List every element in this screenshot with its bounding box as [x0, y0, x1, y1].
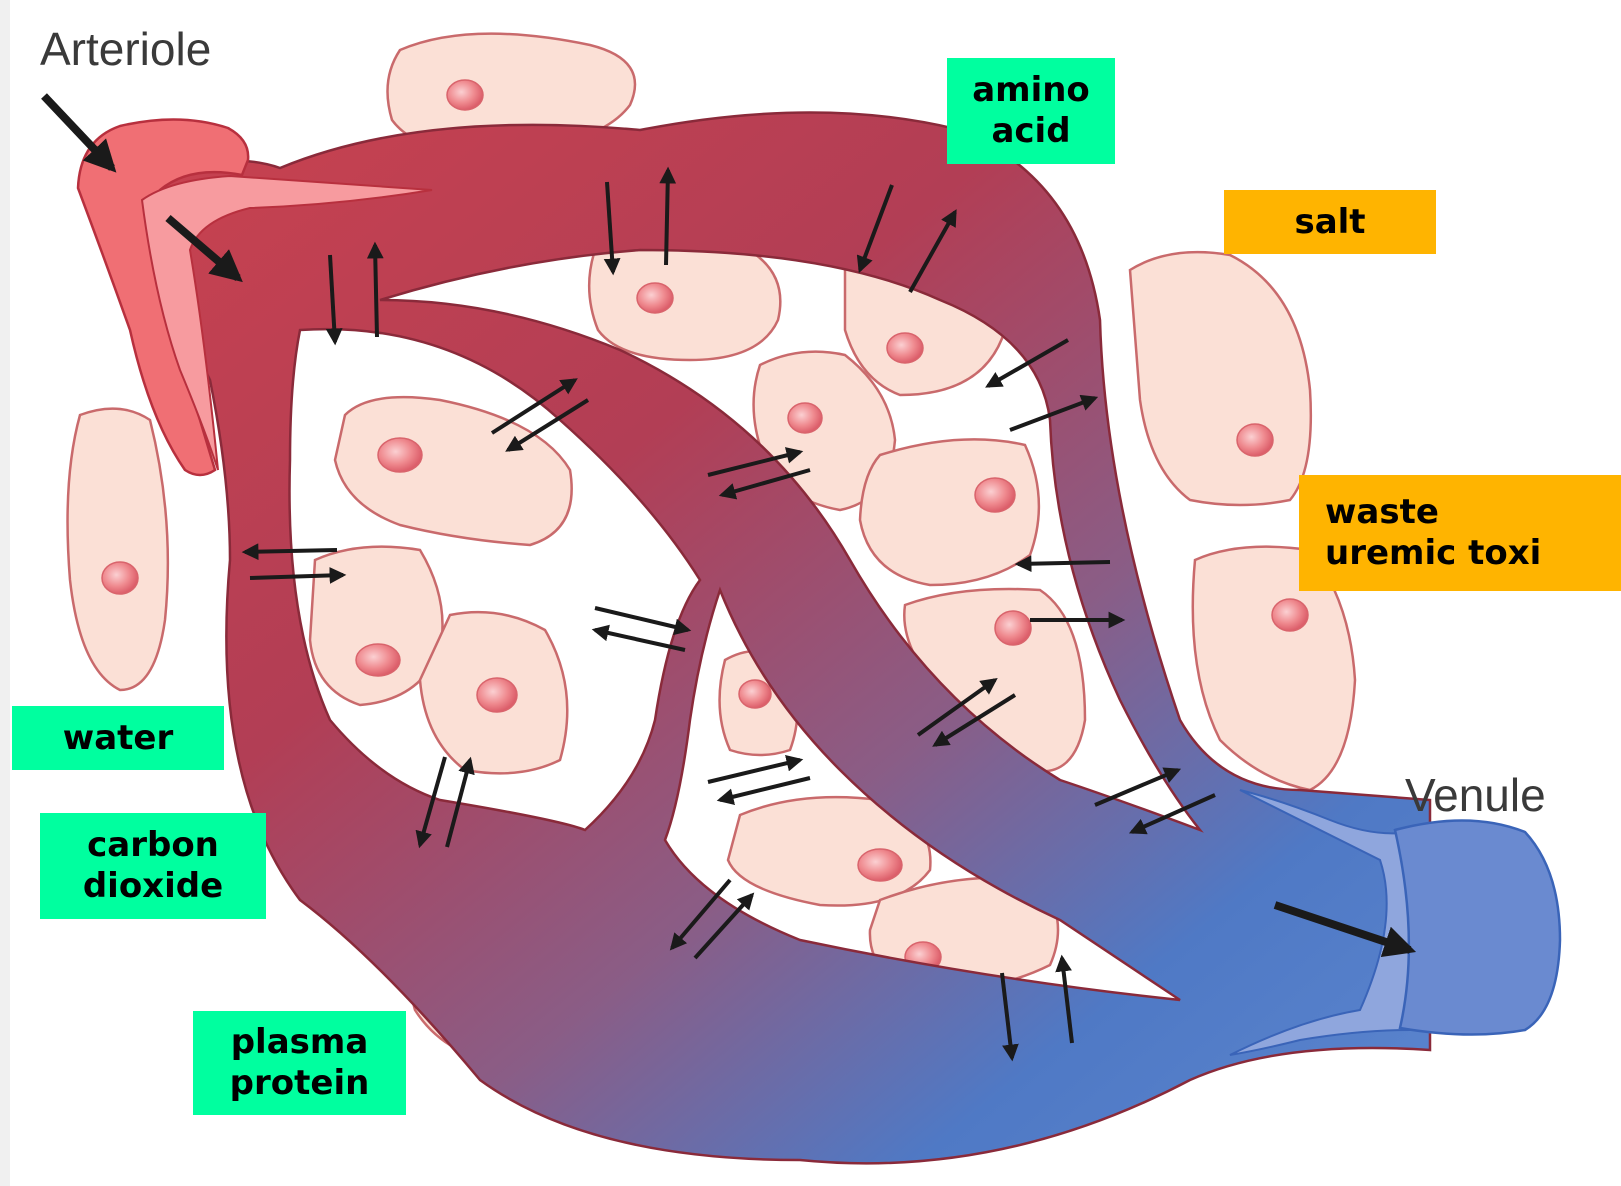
salt-tag: salt [1224, 190, 1436, 254]
plasma-protein-tag: plasma protein [193, 1011, 406, 1115]
amino-acid-tag: amino acid [947, 58, 1115, 164]
water-tag: water [12, 706, 224, 770]
waste-uremic-toxin-tag: waste uremic toxi [1299, 475, 1621, 591]
venule-label: Venule [1405, 768, 1546, 822]
tissue-cell [335, 397, 572, 545]
tissue-cell [589, 239, 780, 360]
tissue-cell [1130, 252, 1311, 505]
tissue-cell [860, 439, 1039, 585]
arteriole-label: Arteriole [40, 22, 211, 76]
tissue-cell [68, 409, 168, 690]
carbon-dioxide-tag: carbon dioxide [40, 813, 266, 919]
inflow-arrow [44, 96, 112, 168]
